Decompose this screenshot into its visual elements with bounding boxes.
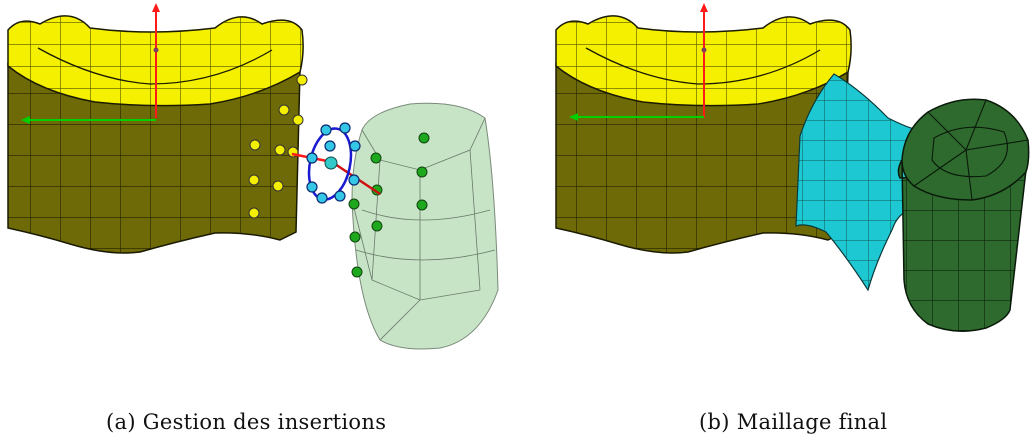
axis-z-arrowhead xyxy=(700,3,708,12)
target-point xyxy=(349,231,361,243)
control-point[interactable] xyxy=(316,192,328,204)
panel-insertion-management xyxy=(7,3,499,350)
source-point xyxy=(296,74,308,86)
axis-z-arrowhead xyxy=(152,3,160,12)
control-point[interactable] xyxy=(334,190,346,202)
source-point xyxy=(292,114,304,126)
control-center[interactable] xyxy=(324,156,338,170)
mesh-block xyxy=(555,15,852,254)
target-point xyxy=(371,220,383,232)
control-point[interactable] xyxy=(348,174,360,186)
caption-a: (a) Gestion des insertions xyxy=(106,410,387,434)
mesh-block-side-grid xyxy=(556,64,848,253)
target-cylinder-side-grid xyxy=(898,160,1026,332)
bridge-mesh xyxy=(795,73,919,292)
axis-origin xyxy=(153,47,159,53)
panel-final-mesh xyxy=(555,3,1030,332)
mesh-block-side-grid xyxy=(8,64,300,253)
control-point[interactable] xyxy=(339,122,351,134)
control-point[interactable] xyxy=(324,140,336,152)
control-point[interactable] xyxy=(320,124,332,136)
target-point xyxy=(370,152,382,164)
control-point[interactable] xyxy=(349,140,361,152)
source-points xyxy=(248,74,308,219)
target-point xyxy=(348,198,360,210)
source-point xyxy=(278,104,290,116)
target-point xyxy=(416,199,428,211)
target-point xyxy=(416,166,428,178)
target-point xyxy=(351,266,363,278)
source-point xyxy=(274,144,286,156)
target-cylinder-cap-lines xyxy=(913,99,1029,201)
control-points[interactable] xyxy=(306,122,361,204)
mesh-block-inner-rim xyxy=(37,47,273,85)
axes xyxy=(21,3,160,124)
mesh-block-inner-rim xyxy=(585,47,821,85)
axis-origin xyxy=(701,47,707,53)
source-point xyxy=(272,180,284,192)
axis-x-arrowhead xyxy=(21,116,30,124)
control-point[interactable] xyxy=(306,152,318,164)
caption-b: (b) Maillage final xyxy=(699,410,888,434)
axes xyxy=(569,3,708,121)
target-point xyxy=(418,132,430,144)
source-point xyxy=(249,139,261,151)
source-point xyxy=(248,174,260,186)
insertion-manipulator[interactable] xyxy=(291,122,381,204)
target-cylinder xyxy=(897,98,1030,332)
source-point xyxy=(248,207,260,219)
control-point[interactable] xyxy=(306,181,318,193)
axis-x-arrowhead xyxy=(569,113,578,121)
